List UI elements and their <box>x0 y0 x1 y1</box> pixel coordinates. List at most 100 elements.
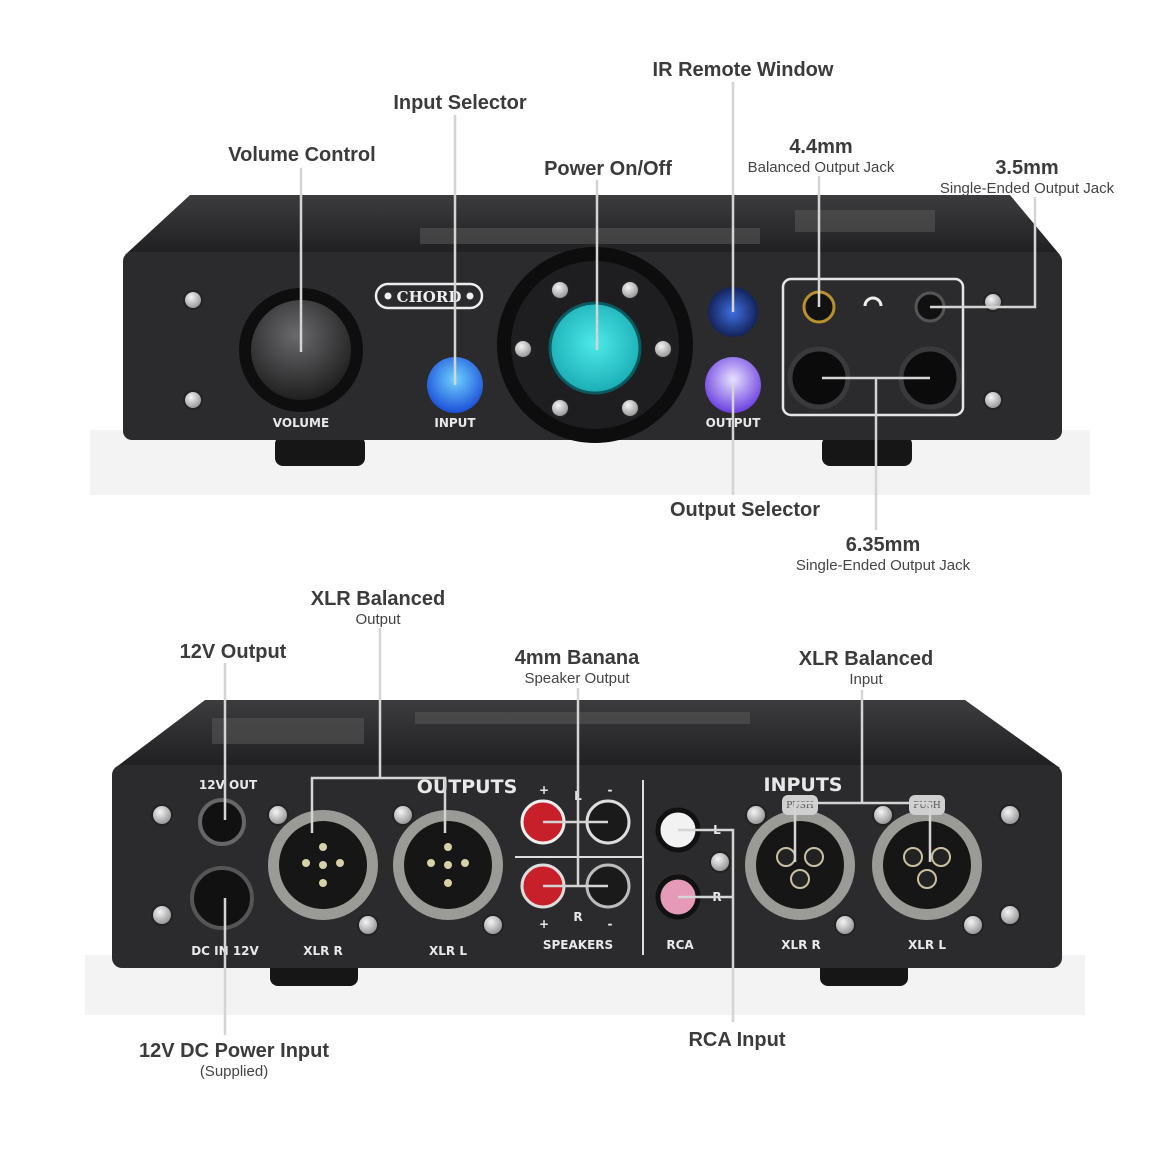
screw <box>183 390 203 410</box>
screw <box>620 280 640 300</box>
inputs-label: INPUTS <box>764 774 843 796</box>
xlr-r-in-label: XLR R <box>781 938 821 952</box>
callout-dc-in-title: 12V DC Power Input <box>139 1040 329 1062</box>
callout-banana-sub: Speaker Output <box>524 670 630 687</box>
speakers-label: SPEAKERS <box>543 938 613 952</box>
leader-6-35mm <box>822 376 930 530</box>
rear-panel <box>112 765 1062 968</box>
xlr-pin <box>917 869 937 889</box>
leader-xlr-out <box>310 628 447 833</box>
xlr-pin <box>444 879 452 887</box>
headphone-icon <box>863 296 883 307</box>
xlr-pin <box>804 847 824 867</box>
logo-dot <box>384 292 392 300</box>
xlr-r-output[interactable] <box>268 810 378 920</box>
xlr-pin <box>302 859 310 867</box>
leader-rca <box>678 828 735 1022</box>
jack-panel-frame <box>781 277 965 417</box>
callout-6-35mm-title: 6.35mm <box>846 534 921 556</box>
callout-xlr-out-sub: Output <box>355 611 401 628</box>
right-label: R <box>573 910 582 924</box>
callout-12v-out: 12V Output <box>180 641 287 663</box>
xlr-pin <box>790 869 810 889</box>
chord-logo-badge <box>374 282 484 310</box>
xlr-l-input[interactable] <box>872 795 982 920</box>
screw <box>709 851 731 873</box>
xlr-pin <box>444 843 452 851</box>
screw <box>151 804 173 826</box>
xlr-l-out-label: XLR L <box>429 944 467 958</box>
leader-3-5mm <box>930 197 1037 309</box>
screw <box>620 398 640 418</box>
vent-grid <box>795 210 935 232</box>
screw <box>834 914 856 936</box>
vent-grid <box>212 718 364 744</box>
leader-banana <box>543 688 608 888</box>
xlr-pin <box>903 847 923 867</box>
callout-output-selector: Output Selector <box>670 499 820 521</box>
push-latch-label-left: PUSH <box>913 801 941 811</box>
callout-xlr-in-title: XLR Balanced <box>799 648 933 670</box>
volume-label: VOLUME <box>273 416 329 430</box>
callout-rca-in: RCA Input <box>688 1029 785 1051</box>
push-latch-label-right: PUSH <box>786 801 814 811</box>
screw <box>357 914 379 936</box>
minus-label: - <box>608 783 613 797</box>
screw <box>983 390 1003 410</box>
callout-xlr-out-title: XLR Balanced <box>311 588 445 610</box>
logo-dot <box>466 292 474 300</box>
foot <box>275 436 365 466</box>
callout-3-5mm-sub: Single-Ended Output Jack <box>940 180 1115 197</box>
plus-label: + <box>539 783 549 797</box>
minus-label: - <box>608 917 613 931</box>
12v-out-label: 12V OUT <box>199 778 258 792</box>
vent-slots <box>415 712 750 724</box>
screw <box>999 904 1021 926</box>
xlr-l-in-label: XLR L <box>908 938 946 952</box>
xlr-pin <box>931 847 951 867</box>
12v-out-jack[interactable] <box>198 798 246 846</box>
rear-device: PUSH PUSH 12V OUT OUTPUTS INPUTS DC IN 1… <box>85 700 1085 1015</box>
screw <box>267 804 289 826</box>
plus-label: + <box>539 917 549 931</box>
callout-ir-remote: IR Remote Window <box>653 59 834 81</box>
front-device: VOLUME CHORD INPUT OUTPUT <box>90 195 1090 495</box>
callout-input-selector: Input Selector <box>393 92 527 114</box>
screw <box>482 914 504 936</box>
power-button[interactable] <box>548 301 642 395</box>
screw <box>872 804 894 826</box>
foot <box>822 436 912 466</box>
chord-logo: CHORD <box>397 288 462 306</box>
callout-power: Power On/Off <box>544 158 672 180</box>
input-label: INPUT <box>434 416 476 430</box>
dc-in-jack[interactable] <box>190 866 254 930</box>
xlr-r-out-label: XLR R <box>303 944 343 958</box>
callout-3-5mm-title: 3.5mm <box>995 157 1058 179</box>
top-shell <box>115 700 1060 768</box>
push-latch[interactable] <box>909 795 945 815</box>
xlr-insert <box>883 821 971 909</box>
rear-leader-lines <box>223 628 932 1035</box>
callout-6-35mm-sub: Single-Ended Output Jack <box>796 557 971 574</box>
callout-volume: Volume Control <box>228 144 375 166</box>
screw <box>550 398 570 418</box>
screw <box>392 804 414 826</box>
screw <box>983 292 1003 312</box>
screw <box>999 804 1021 826</box>
xlr-pin <box>319 861 327 869</box>
xlr-pin <box>776 847 796 867</box>
push-latch[interactable] <box>782 795 818 815</box>
screw <box>183 290 203 310</box>
front-leader-lines <box>299 82 1037 530</box>
xlr-l-output[interactable] <box>393 810 503 920</box>
callout-4-4mm-sub: Balanced Output Jack <box>748 159 895 176</box>
callout-banana-title: 4mm Banana <box>515 647 640 669</box>
xlr-insert <box>756 821 844 909</box>
xlr-r-input[interactable] <box>745 795 855 920</box>
screw <box>550 280 570 300</box>
vent-slots <box>420 228 760 244</box>
callout-4-4mm-title: 4.4mm <box>789 136 852 158</box>
screw <box>513 339 533 359</box>
rca-label: RCA <box>666 938 694 952</box>
